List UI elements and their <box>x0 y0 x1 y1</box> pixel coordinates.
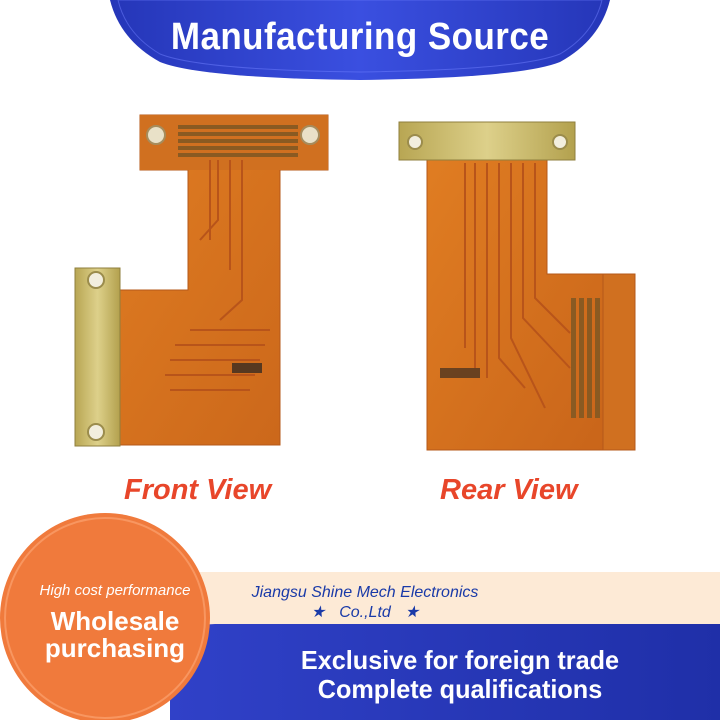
rear-pcb-image <box>398 121 636 451</box>
footer-line-1: Exclusive for foreign trade <box>300 645 620 675</box>
front-pcb-image <box>74 114 329 447</box>
company-name-line-2: Co.,Ltd <box>339 604 391 621</box>
badge-circle <box>0 513 210 720</box>
company-name: Jiangsu Shine Mech Electronics ★ Co.,Ltd… <box>230 583 500 623</box>
badge-headline: Wholesale purchasing <box>30 608 200 662</box>
company-name-line-1: Jiangsu Shine Mech Electronics <box>251 584 479 601</box>
rear-view-label: Rear View <box>440 474 578 506</box>
front-view-label: Front View <box>124 474 272 506</box>
badge-line-2: purchasing <box>44 633 186 663</box>
badge-line-1: Wholesale <box>50 606 180 636</box>
badge-tagline: High cost performance <box>39 582 191 599</box>
star-icon: ★ <box>404 604 420 621</box>
bottom-band <box>170 624 720 720</box>
star-icon: ★ <box>310 604 326 621</box>
company-strip <box>150 572 720 630</box>
page-title: Manufacturing Source <box>170 16 550 58</box>
footer-text: Exclusive for foreign trade Complete qua… <box>208 646 712 704</box>
footer-line-2: Complete qualifications <box>317 674 603 704</box>
company-name-line-2-row: ★ Co.,Ltd ★ <box>230 603 500 623</box>
top-banner-shape <box>110 0 610 80</box>
